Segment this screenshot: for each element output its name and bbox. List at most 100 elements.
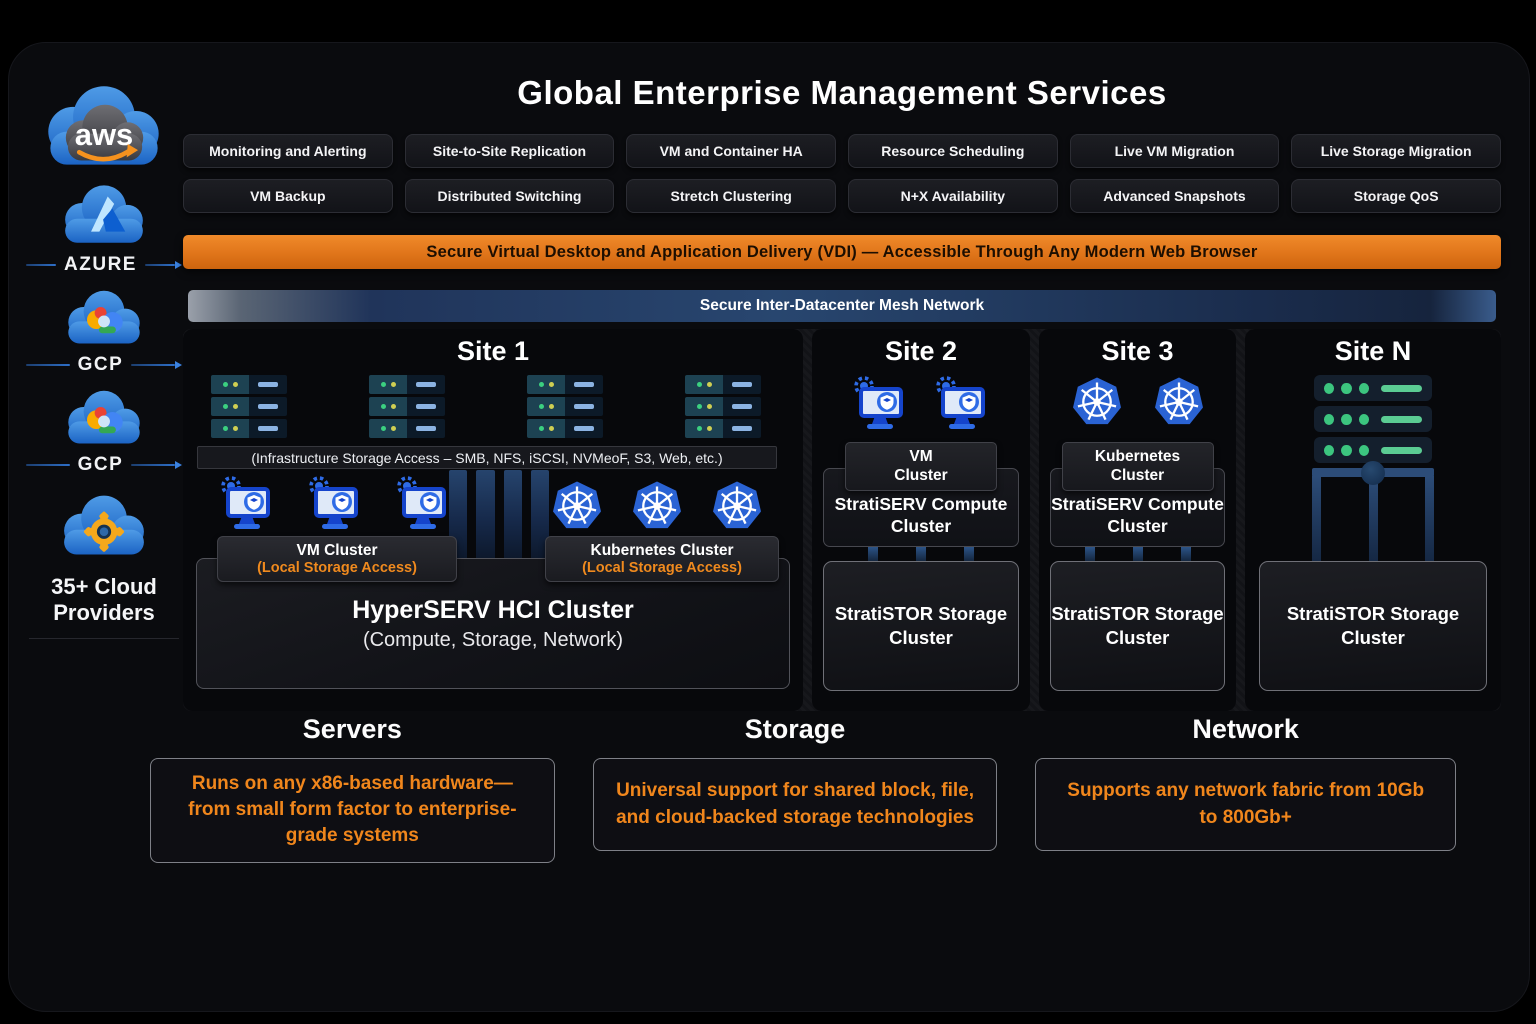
- site-3-kubernetes-icons: [1039, 376, 1236, 428]
- gcp-label-row: GCP: [26, 354, 182, 376]
- server-node-icon: [1314, 437, 1432, 463]
- site-3-kubernetes-cluster-label: Kubernetes Cluster: [1061, 442, 1214, 491]
- servers-heading: Servers: [302, 714, 402, 744]
- site-2-vm-cluster-label: VM Cluster: [845, 442, 997, 491]
- site-n-stratistor-storage-cluster-box: StratiSTOR Storage Cluster: [1259, 561, 1487, 691]
- hyperserv-hci-cluster-box: HyperSERV HCI Cluster (Compute, Storage,…: [196, 558, 790, 689]
- feature-pill-nx-availability: N+X Availability: [848, 179, 1058, 213]
- site-n-panel: Site N StratiSTOR Storage Cluster: [1245, 329, 1501, 711]
- storage-description-box: Universal support for shared block, file…: [592, 758, 998, 851]
- connector-line: [26, 364, 70, 366]
- feature-pill-advanced-snapshots: Advanced Snapshots: [1069, 179, 1280, 213]
- vm-monitor-icon: [221, 476, 270, 529]
- network-node-icon: [1361, 461, 1385, 485]
- server-stack-icon: [527, 375, 603, 438]
- site-1-panel: Site 1: [183, 329, 803, 711]
- multi-cloud-gear-icon: [64, 495, 144, 555]
- mesh-network-banner: Secure Inter-Datacenter Mesh Network: [188, 290, 1496, 322]
- feature-pill-vm-backup: VM Backup: [183, 179, 393, 213]
- azure-label-row: AZURE: [26, 254, 183, 276]
- servers-description-box: Runs on any x86-based hardware—from smal…: [150, 758, 555, 863]
- site-n-title: Site N: [1334, 336, 1412, 366]
- vm-cluster-label: VM Cluster (Local Storage Access): [217, 536, 457, 582]
- arrow-right-icon: [175, 461, 182, 469]
- site-2-stratistor-storage-cluster-box: StratiSTOR Storage Cluster: [823, 561, 1019, 691]
- feature-pill-stretch-clustering: Stretch Clustering: [626, 179, 836, 213]
- network-heading: Network: [1192, 714, 1299, 744]
- server-stack-icon: [685, 375, 761, 438]
- site-2-title: Site 2: [884, 336, 958, 366]
- connector-line: [131, 364, 175, 366]
- cloud-providers-sidebar: aws AZURE GCP: [26, 80, 183, 639]
- gear-icon: [83, 511, 125, 552]
- kubernetes-icon: [553, 481, 601, 529]
- vm-cluster-subtitle: (Local Storage Access): [257, 560, 417, 576]
- kubernetes-icon: [1154, 377, 1203, 425]
- feature-pill-storage-qos: Storage QoS: [1291, 179, 1501, 213]
- svg-text:aws: aws: [75, 117, 133, 152]
- connector-line: [144, 264, 176, 266]
- network-link: [1368, 476, 1378, 561]
- site-2-vm-icons: [812, 376, 1030, 434]
- site-3-stratistor-storage-cluster-box: StratiSTOR Storage Cluster: [1050, 561, 1225, 691]
- sidebar-divider: [29, 637, 179, 639]
- feature-pill-grid: Monitoring and Alerting Site-to-Site Rep…: [183, 134, 1501, 213]
- network-description-box: Supports any network fabric from 10Gb to…: [1035, 758, 1456, 851]
- hci-cluster-subtitle: (Compute, Storage, Network): [362, 629, 624, 651]
- gcp-cloud-icon: [68, 390, 140, 444]
- azure-label: AZURE: [64, 254, 137, 275]
- feature-pill-vm-and-container-ha: VM and Container HA: [626, 134, 836, 168]
- vm-monitor-icon: [936, 376, 985, 429]
- storage-capability: Storage Universal support for shared blo…: [592, 714, 998, 863]
- gcp-label-row: GCP: [26, 454, 182, 476]
- feature-pill-resource-scheduling: Resource Scheduling: [848, 134, 1058, 168]
- main-content: Global Enterprise Management Services Mo…: [183, 74, 1501, 721]
- kubernetes-cluster-label: Kubernetes Cluster (Local Storage Access…: [545, 536, 779, 582]
- feature-pill-distributed-switching: Distributed Switching: [404, 179, 615, 213]
- network-link: [1312, 476, 1321, 561]
- infrastructure-storage-access-bar: (Infrastructure Storage Access – SMB, NF…: [197, 446, 777, 469]
- feature-pill-site-to-site-replication: Site-to-Site Replication: [404, 134, 615, 168]
- hci-cluster-title: HyperSERV HCI Cluster: [352, 596, 634, 624]
- site-1-vm-icons: [221, 476, 449, 534]
- site-1-kubernetes-icons: [551, 480, 763, 532]
- network-link: [1425, 476, 1434, 561]
- kubernetes-cluster-title: Kubernetes Cluster: [590, 542, 734, 559]
- kubernetes-icon: [633, 481, 681, 529]
- cloud-providers-caption: 35+ Cloud Providers: [51, 574, 157, 625]
- server-stack-icon: [211, 375, 287, 438]
- connector-line: [131, 464, 175, 466]
- capabilities-section: Servers Runs on any x86-based hardware—f…: [150, 714, 1456, 863]
- storage-heading: Storage: [744, 714, 846, 744]
- azure-cloud-icon: [65, 185, 143, 243]
- connector-line: [26, 464, 70, 466]
- vm-monitor-icon: [309, 476, 358, 529]
- server-node-icon: [1314, 406, 1432, 432]
- sites-row: Site 1: [183, 329, 1501, 711]
- site-n-server-stack: [1245, 375, 1501, 463]
- page-title: Global Enterprise Management Services: [517, 74, 1167, 111]
- feature-pill-live-storage-migration: Live Storage Migration: [1291, 134, 1501, 168]
- connector-line: [26, 264, 57, 266]
- aws-cloud-icon: aws: [48, 86, 159, 165]
- kubernetes-icon: [713, 481, 761, 529]
- site-3-cluster-connectors: [1039, 547, 1236, 561]
- storage-access-connectors: [449, 470, 549, 562]
- site-3-panel: Site 3 Kubernetes Cluster StratiSERV Com…: [1039, 329, 1236, 711]
- kubernetes-cluster-subtitle: (Local Storage Access): [582, 560, 742, 576]
- network-capability: Network Supports any network fabric from…: [1035, 714, 1456, 863]
- gcp-label: GCP: [77, 454, 124, 475]
- vdi-banner: Secure Virtual Desktop and Application D…: [183, 235, 1501, 269]
- feature-pill-live-vm-migration: Live VM Migration: [1069, 134, 1280, 168]
- site-1-server-stacks: [211, 375, 761, 438]
- site-2-cluster-connectors: [812, 547, 1030, 561]
- feature-pill-monitoring-and-alerting: Monitoring and Alerting: [183, 134, 393, 168]
- servers-capability: Servers Runs on any x86-based hardware—f…: [150, 714, 555, 863]
- site-1-title: Site 1: [456, 336, 530, 366]
- arrow-right-icon: [175, 361, 182, 369]
- vm-monitor-icon: [397, 476, 446, 529]
- server-node-icon: [1314, 375, 1432, 401]
- arrow-right-icon: [175, 261, 183, 269]
- server-stack-icon: [369, 375, 445, 438]
